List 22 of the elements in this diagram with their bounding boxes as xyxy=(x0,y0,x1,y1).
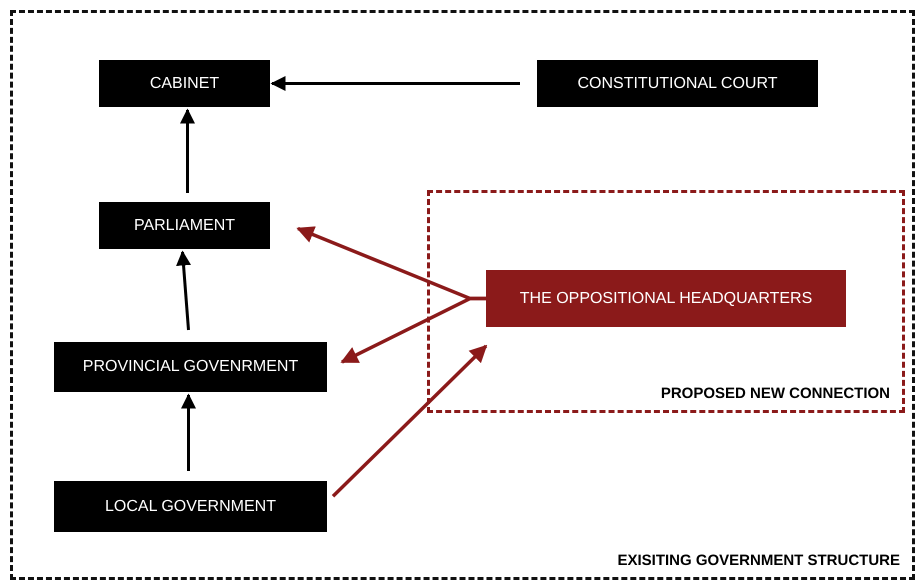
arrow xyxy=(270,76,520,91)
box-label: PARLIAMENT xyxy=(134,216,236,234)
process-box xyxy=(54,481,327,532)
process-box xyxy=(99,60,270,107)
arrow xyxy=(332,344,488,498)
process-box xyxy=(54,342,327,392)
box-label: CABINET xyxy=(150,74,220,92)
box-label: THE OPPOSITIONAL HEADQUARTERS xyxy=(520,290,812,308)
arrow xyxy=(180,108,195,193)
arrow xyxy=(181,394,196,471)
process-box xyxy=(486,270,846,327)
process-box xyxy=(537,60,818,107)
box-label: PROVINCIAL GOVENRMENT xyxy=(82,358,298,376)
proposal-frame xyxy=(427,190,905,413)
arrow xyxy=(176,250,192,330)
box-label: CONSTITUTIONAL COURT xyxy=(577,74,778,92)
box-label: LOCAL GOVERNMENT xyxy=(105,498,276,516)
structure-frame xyxy=(10,10,915,580)
frame-heading: EXISITING GOVERNMENT STRUCTURE xyxy=(617,552,900,569)
arrow xyxy=(340,296,486,364)
frame-heading: PROPOSED NEW CONNECTION xyxy=(660,385,890,402)
process-box xyxy=(99,202,270,249)
